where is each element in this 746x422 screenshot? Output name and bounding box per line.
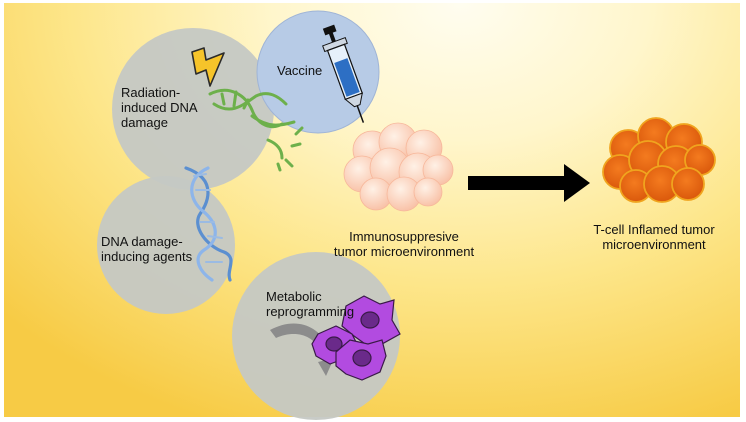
radiation-bubble	[112, 28, 274, 190]
inflamed-label: T-cell Inflamed tumor microenvironment	[593, 222, 715, 252]
radiation-label: Radiation- induced DNA damage	[121, 85, 198, 130]
syringe-icon	[322, 24, 365, 123]
immunosuppressive-label: Immunosuppresive tumor microenvironment	[333, 229, 475, 259]
pale-tumor-cluster	[343, 122, 454, 212]
metabolic-label: Metabolic reprogramming	[266, 289, 355, 319]
broken-dna-icon	[208, 88, 304, 172]
orange-tumor-cluster	[602, 117, 716, 203]
lightning-icon	[191, 47, 225, 87]
macrophage-cells-icon	[311, 295, 401, 381]
vaccine-label: Vaccine	[277, 63, 323, 78]
transition-arrow	[468, 164, 590, 202]
dna-helix-icon	[184, 166, 233, 282]
dna-agents-label: DNA damage- inducing agents	[101, 234, 193, 264]
